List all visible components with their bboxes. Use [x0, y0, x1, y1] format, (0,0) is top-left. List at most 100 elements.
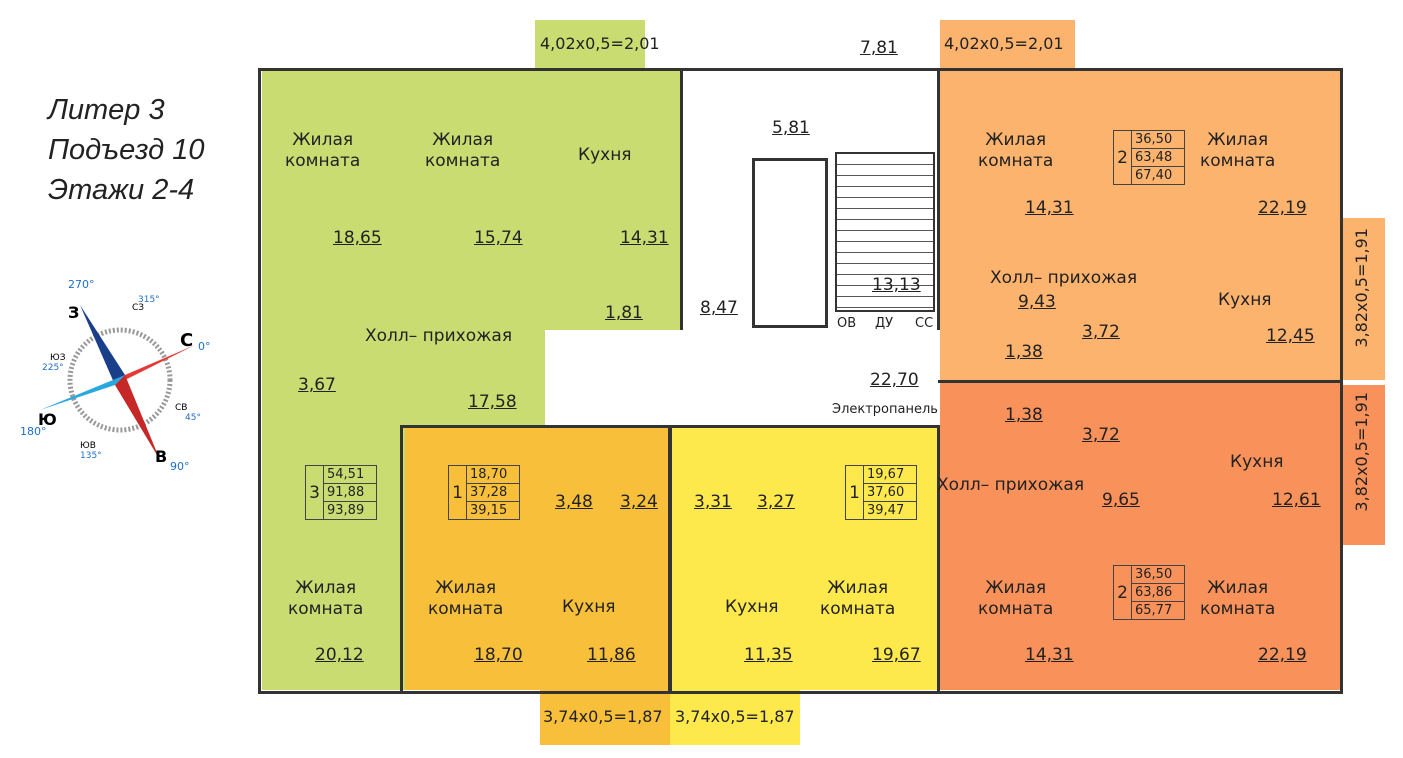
kitchen-label: Кухня [578, 145, 632, 165]
room-count: 3 [306, 466, 324, 519]
compass-label: В [155, 447, 167, 466]
lift-hall-area: 5,81 [772, 118, 810, 138]
kitchen-label: Кухня [725, 597, 779, 617]
room-area: 14,31 [1025, 645, 1074, 665]
room-count: 2 [1114, 131, 1132, 184]
apartment-2room-upper-area [940, 68, 1340, 380]
room-area: 19,67 [872, 645, 921, 665]
room-area: 14,31 [1025, 198, 1074, 218]
hall-area: 3,48 [555, 492, 593, 512]
bath-area: 3,72 [1082, 322, 1120, 342]
compass-n-label: З [68, 303, 79, 322]
kitchen-area: 11,86 [587, 645, 636, 665]
total-area: 37,28 [467, 484, 519, 502]
shaft-du-label: ДУ [875, 316, 894, 331]
compass-label: ЮЗ [50, 353, 66, 363]
room-area: 18,70 [474, 645, 523, 665]
kitchen-label: Кухня [562, 597, 616, 617]
room-label: Жилая комната [1200, 130, 1276, 171]
balcony-side-upper [1340, 218, 1385, 380]
living-area: 54,51 [324, 466, 376, 484]
kitchen-label: Кухня [1230, 452, 1284, 472]
partition-wall [668, 425, 672, 694]
room-area: 15,74 [474, 228, 523, 248]
living-area: 18,70 [467, 466, 519, 484]
balcony-top-left [535, 20, 645, 68]
compass-label: Ю [38, 410, 57, 429]
bath-area: 3,31 [694, 492, 732, 512]
electric-panel-label: Электропанель [832, 402, 938, 417]
balcony-area-label: 3,74х0,5=1,87 [675, 707, 795, 726]
kitchen-area: 14,31 [620, 228, 669, 248]
room-label: Жилая комната [1200, 578, 1276, 619]
room-label: Жилая комната [288, 578, 364, 619]
partition-wall [938, 380, 1340, 383]
room-label: Жилая комната [978, 130, 1054, 171]
living-area: 19,67 [864, 466, 916, 484]
compass-label: С [180, 330, 193, 351]
apartment-1room-b-area [670, 425, 940, 690]
compass-deg: 225° [42, 363, 64, 373]
bath-area: 3,24 [620, 492, 658, 512]
total-area-balcony: 93,89 [327, 503, 365, 518]
core-wall [680, 68, 940, 330]
room-label: Жилая комната [425, 130, 501, 171]
total-area-balcony: 39,15 [470, 503, 508, 518]
room-count: 2 [1114, 566, 1132, 619]
compass-deg: 315° [138, 295, 160, 305]
room-label: Жилая комната [285, 130, 361, 171]
wc-area: 1,81 [605, 303, 643, 323]
hall-area: 9,43 [1018, 292, 1056, 312]
hall-label: Холл– прихожая [365, 326, 513, 346]
compass-deg: 90° [170, 460, 190, 470]
total-area: 37,60 [864, 484, 916, 502]
room-area: 22,19 [1258, 198, 1307, 218]
apartment-3room-area [262, 330, 545, 425]
kitchen-area: 12,45 [1266, 326, 1315, 346]
total-area: 91,88 [324, 484, 376, 502]
plan-title: Литер 3 Подъезд 10 Этажи 2-4 [48, 94, 205, 206]
apartment-2room-lower-area [940, 380, 1340, 690]
hall-area: 9,65 [1102, 490, 1140, 510]
compass-label: СВ [175, 403, 187, 413]
room-count: 1 [449, 466, 467, 519]
outer-wall [258, 68, 1343, 694]
compass-deg: 135° [80, 451, 102, 461]
compass-deg: 45° [185, 413, 201, 423]
compass-deg: 270° [68, 278, 95, 291]
apartment-3room-area [262, 425, 405, 690]
kitchen-area: 12,61 [1272, 490, 1321, 510]
balcony-top-right [940, 20, 1075, 68]
balcony-area-label: 3,74х0,5=1,87 [543, 707, 663, 726]
balcony-area-label: 4,02х0,5=2,01 [540, 34, 660, 53]
vestibule-area: 7,81 [860, 38, 898, 58]
compass-label: СЗ [132, 303, 144, 313]
kitchen-area: 11,35 [744, 645, 793, 665]
balcony-side-lower [1340, 385, 1385, 545]
hall-area: 17,58 [468, 392, 517, 412]
corridor-area: 22,70 [870, 370, 919, 390]
bath-area: 3,72 [1082, 425, 1120, 445]
shaft-ov-label: ОВ [837, 316, 857, 331]
compass-rose-icon: З 270° С 0° В 90° Ю 180° СЗ 315° СВ 45° … [20, 278, 211, 470]
balcony-bottom-right [670, 690, 800, 745]
total-area: 63,48 [1132, 149, 1184, 167]
kitchen-label: Кухня [1218, 290, 1272, 310]
room-area: 20,12 [315, 645, 364, 665]
room-label: Жилая комната [428, 578, 504, 619]
living-area: 36,50 [1132, 131, 1184, 149]
compass-deg: 180° [20, 425, 47, 438]
room-area: 22,19 [1258, 645, 1307, 665]
elevator-shaft [752, 158, 828, 328]
bath-area: 3,67 [298, 375, 336, 395]
hall-label: Холл– прихожая [990, 268, 1138, 288]
compass-label: ЮВ [80, 441, 96, 451]
balcony-area-label: 4,02х0,5=2,01 [944, 34, 1064, 53]
apartment-1room-a-area [405, 425, 670, 690]
room-label: Жилая комната [978, 578, 1054, 619]
room-area: 18,65 [333, 228, 382, 248]
balcony-bottom-left [540, 690, 670, 745]
